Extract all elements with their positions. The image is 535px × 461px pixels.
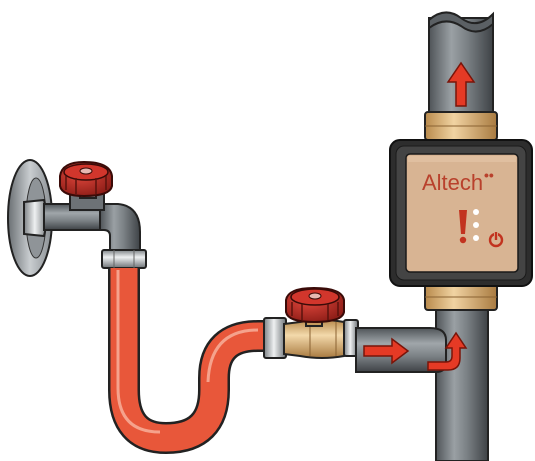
faucet-handle[interactable] bbox=[60, 162, 112, 196]
valve-handle[interactable] bbox=[286, 288, 344, 322]
device-brand: Altech bbox=[422, 170, 483, 195]
status-led-indicators bbox=[473, 209, 479, 241]
bottom-coupling bbox=[425, 284, 497, 310]
faucet-outlet-nut bbox=[102, 250, 146, 268]
altech-device: Altech •• bbox=[390, 140, 532, 286]
top-coupling bbox=[425, 112, 497, 140]
supply-hose bbox=[118, 268, 276, 438]
device-brand-mark: •• bbox=[484, 167, 494, 183]
